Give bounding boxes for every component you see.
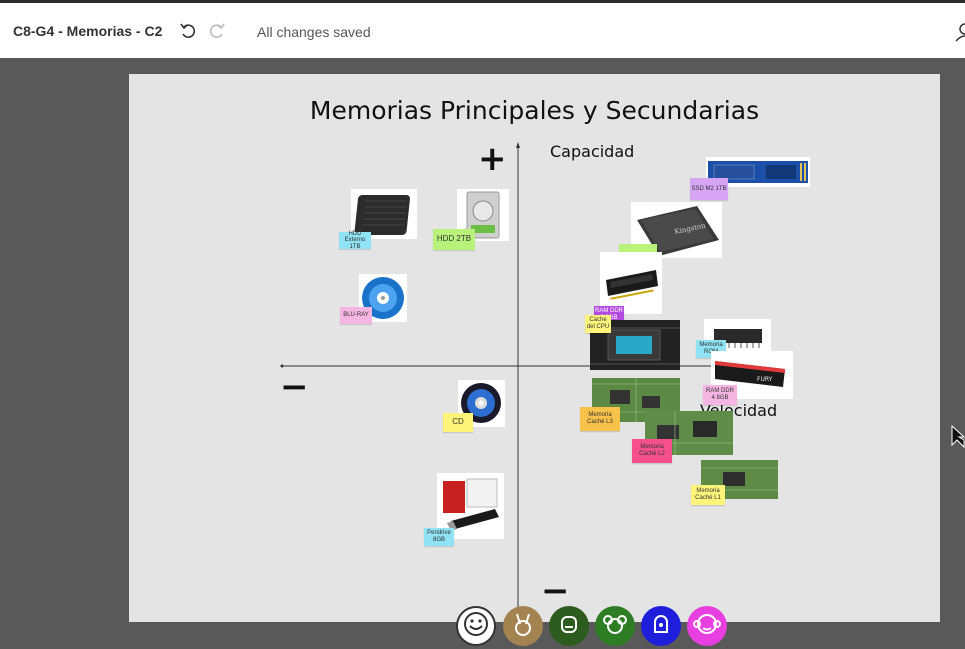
avatar[interactable]: [549, 606, 589, 646]
monkey-icon: [693, 610, 721, 643]
smiley-icon: [463, 611, 489, 642]
note-pendrive[interactable]: Pendrive 8GB: [424, 528, 454, 546]
minus-sign-bottom[interactable]: −: [541, 571, 570, 611]
note-cd[interactable]: CD: [443, 413, 473, 432]
avatar[interactable]: [595, 606, 635, 646]
avatar[interactable]: [503, 606, 543, 646]
ram-ddr4-image[interactable]: FURY: [711, 351, 793, 399]
note-ssd-m2[interactable]: SSD M2 1TB: [690, 178, 728, 200]
pendrive-image[interactable]: [437, 473, 504, 539]
undo-icon[interactable]: [178, 21, 198, 41]
y-axis-label[interactable]: Capacidad: [550, 142, 635, 161]
mouse-cursor-icon: [951, 424, 965, 456]
note-cache-l2[interactable]: Memoria Caché L2: [632, 439, 672, 463]
note-hidden-green[interactable]: [619, 244, 657, 254]
redo-icon[interactable]: [207, 21, 227, 41]
document-title[interactable]: C8-G4 - Memorias - C2: [13, 23, 163, 39]
top-bar: C8-G4 - Memorias - C2 All changes saved: [0, 0, 965, 58]
note-hdd-externo[interactable]: HDD Externo 1TB: [339, 231, 371, 250]
bluray-disc-image[interactable]: [359, 274, 407, 322]
user-icon[interactable]: [953, 21, 965, 42]
board-title[interactable]: Memorias Principales y Secundarias: [309, 96, 760, 125]
external-hdd-image[interactable]: [351, 189, 417, 239]
svg-text:FURY: FURY: [757, 376, 773, 383]
note-ram-ddr4[interactable]: RAM DDR 4 8GB: [703, 385, 737, 405]
internal-hdd-image[interactable]: [457, 189, 509, 241]
koala-icon: [601, 610, 629, 643]
rabbit-icon: [509, 610, 537, 643]
ram-ddr3-image[interactable]: [600, 252, 662, 314]
avatar[interactable]: [687, 606, 727, 646]
cache-l2-image[interactable]: [645, 411, 733, 455]
avatar[interactable]: [641, 606, 681, 646]
whiteboard-canvas[interactable]: Memorias Principales y Secundarias Capac…: [129, 74, 940, 622]
rom-chip-image[interactable]: [704, 319, 771, 355]
note-cache-cpu[interactable]: Cache del CPU: [585, 315, 611, 333]
note-hdd-2tb[interactable]: HDD 2TB: [433, 229, 475, 250]
dog-icon: [555, 610, 583, 643]
save-status: All changes saved: [257, 24, 371, 40]
avatar[interactable]: [456, 606, 496, 646]
minus-sign-left[interactable]: −: [280, 367, 309, 407]
note-cache-l3[interactable]: Memoria Caché L3: [580, 407, 620, 431]
note-cache-l1[interactable]: Memoria Caché L1: [691, 485, 725, 505]
axes: [280, 142, 789, 622]
plus-sign[interactable]: +: [478, 139, 507, 179]
seal-icon: [647, 610, 675, 643]
note-bluray[interactable]: BLU-RAY: [340, 307, 372, 324]
